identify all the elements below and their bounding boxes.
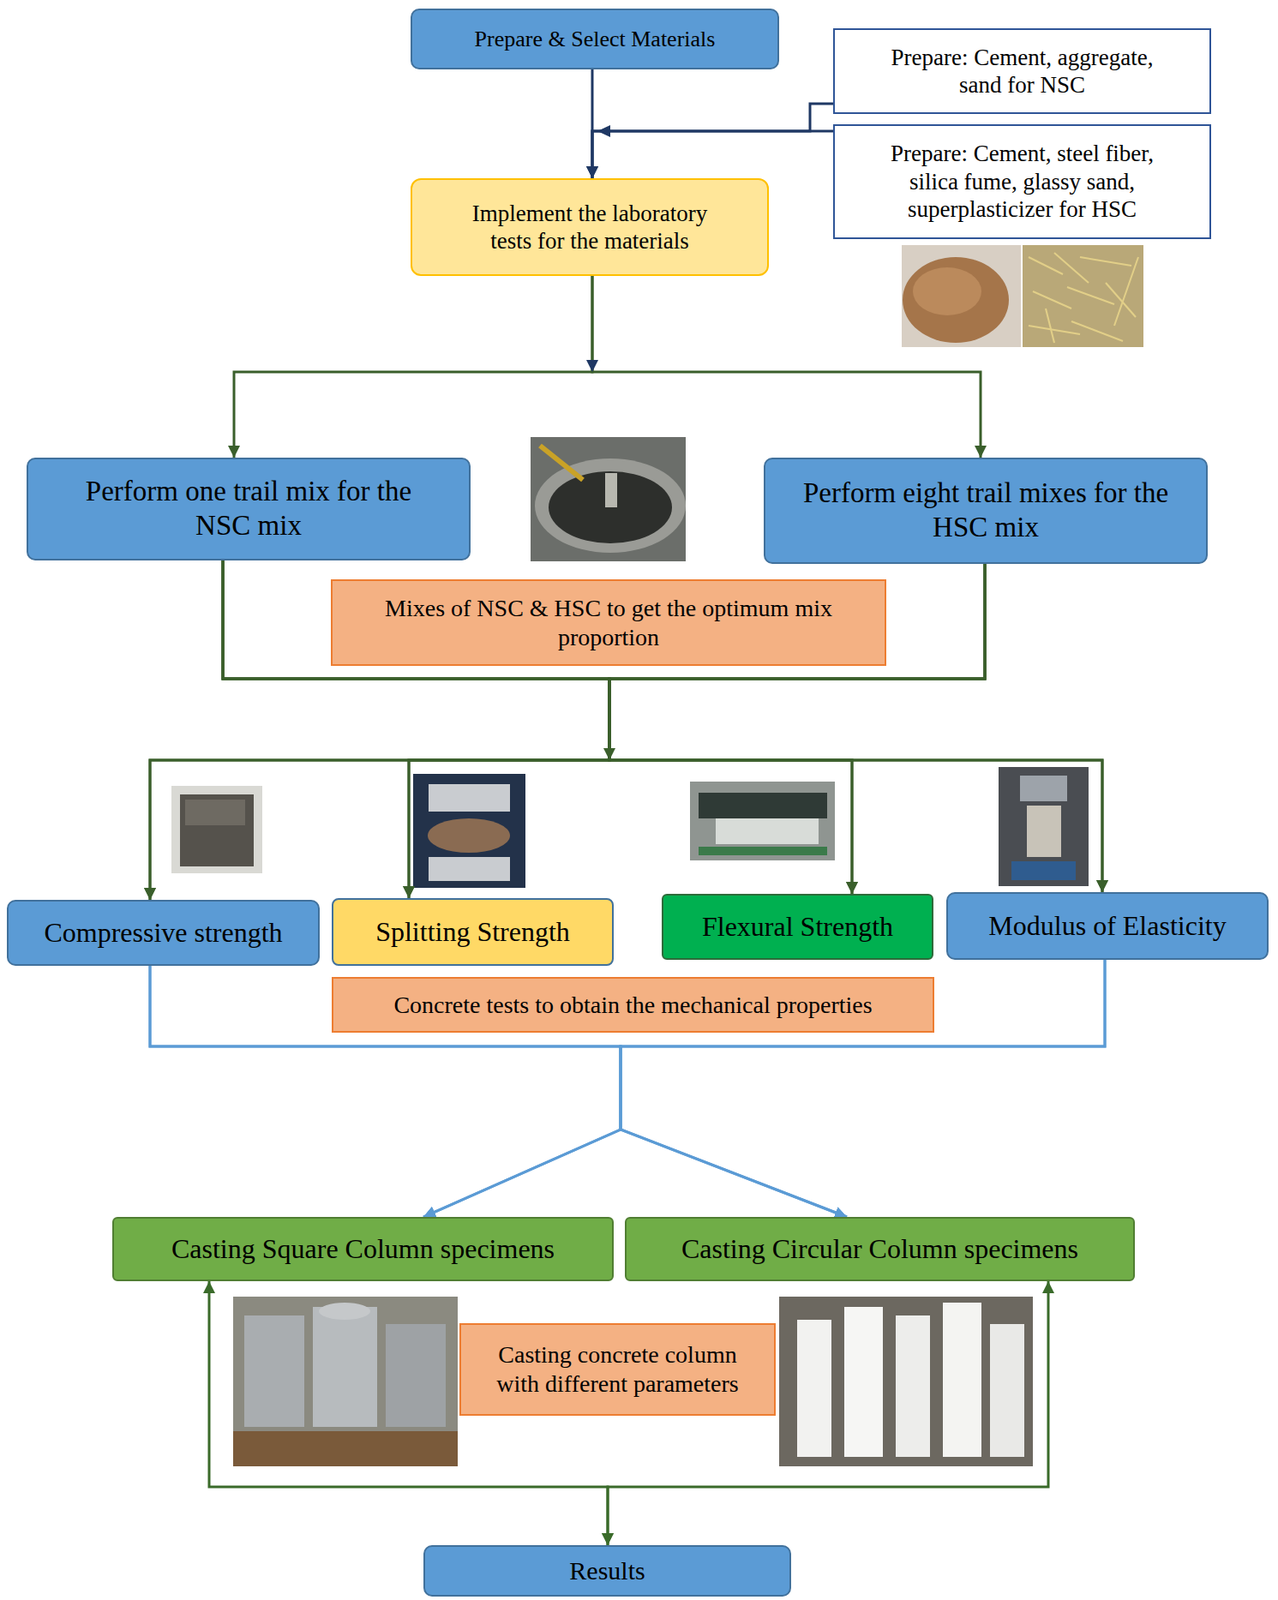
box-text: Casting Circular Column specimens [681, 1232, 1079, 1266]
junction-arrowhead [597, 125, 611, 138]
cube-photo [171, 786, 263, 874]
mixer-photo [530, 437, 686, 562]
modulus-test-photo [998, 767, 1089, 887]
box-text: Splitting Strength [375, 915, 570, 948]
box-text: Flexural Strength [702, 910, 894, 943]
flexural-test-photo [690, 781, 835, 861]
process-box: Prepare & Select Materials [410, 8, 780, 70]
process-box: Compressive strength [6, 900, 320, 966]
box-text: Casting Square Column specimens [171, 1232, 555, 1266]
square-columns-photo [233, 1296, 458, 1467]
process-box: Prepare: Cement, steel fiber, silica fum… [833, 124, 1212, 240]
flow-arrow [234, 276, 593, 458]
box-text: Casting concrete column with different p… [478, 1340, 757, 1398]
process-box: Perform one trail mix for the NSC mix [26, 457, 471, 561]
process-box: Flexural Strength [661, 894, 934, 960]
sand-photo [901, 245, 1021, 348]
box-text: Prepare & Select Materials [474, 25, 716, 53]
process-box: Implement the laboratory tests for the m… [410, 178, 769, 276]
steel-fiber-photo [1022, 245, 1144, 348]
box-text: Results [569, 1555, 645, 1587]
process-box: Casting Square Column specimens [112, 1217, 614, 1282]
process-box: Splitting Strength [331, 898, 614, 966]
process-box: Modulus of Elasticity [946, 892, 1269, 960]
junction-arrowhead [586, 360, 599, 372]
flow-arrow [592, 276, 981, 458]
process-box: Prepare: Cement, aggregate, sand for NSC [833, 28, 1212, 114]
splitting-test-photo [413, 774, 526, 888]
box-text: Perform one trail mix for the NSC mix [62, 474, 435, 543]
process-box: Casting Circular Column specimens [624, 1217, 1135, 1282]
box-text: Prepare: Cement, aggregate, sand for NSC [869, 43, 1176, 100]
box-text: Concrete tests to obtain the mechanical … [393, 990, 872, 1020]
box-text: Mixes of NSC & HSC to get the optimum mi… [366, 594, 851, 652]
box-text: Modulus of Elasticity [988, 909, 1226, 942]
process-box: Perform eight trail mixes for the HSC mi… [763, 457, 1208, 564]
process-box: Casting concrete column with different p… [459, 1323, 776, 1416]
box-text: Compressive strength [43, 916, 282, 949]
flow-arrow [592, 103, 834, 179]
process-box: Concrete tests to obtain the mechanical … [331, 977, 935, 1033]
junction-arrowhead [603, 748, 616, 761]
process-box: Results [423, 1545, 792, 1597]
flow-arrow [150, 564, 985, 900]
process-box: Mixes of NSC & HSC to get the optimum mi… [330, 579, 887, 666]
circular-columns-photo [779, 1296, 1033, 1467]
flow-arrow [222, 560, 1103, 893]
box-text: Implement the laboratory tests for the m… [455, 199, 725, 256]
flow-arrow [592, 131, 834, 179]
flow-arrow [222, 560, 852, 894]
box-text: Prepare: Cement, steel fiber, silica fum… [869, 139, 1176, 223]
box-text: Perform eight trail mixes for the HSC mi… [799, 476, 1172, 545]
